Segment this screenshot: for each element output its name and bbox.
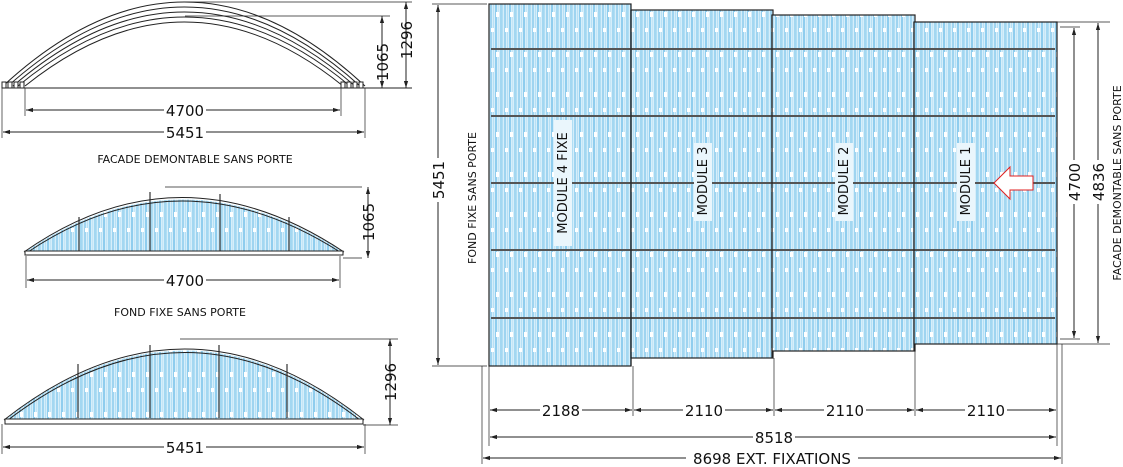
plan-right-dim-inner: 4700	[1066, 163, 1084, 201]
module-3-width: 2110	[685, 402, 723, 420]
facade-caption: FACADE DEMONTABLE SANS PORTE	[97, 153, 292, 166]
plan-view: MODULE 4 FIXE MODULE 3 MODULE 2 MODULE 1…	[430, 3, 1123, 467]
plan-total-length: 8518	[755, 429, 793, 447]
plan-left-dimension: 5451	[430, 161, 448, 199]
facade-outer-width: 5451	[166, 124, 204, 142]
facade-elevation-view: 1065 1296 4700 5451 FACADE DEMONTABLE SA…	[1, 1, 416, 166]
module-2[interactable]: MODULE 2	[835, 143, 853, 221]
module-1-width: 2110	[967, 402, 1005, 420]
module-2-label: MODULE 2	[837, 147, 852, 216]
module-4-width: 2188	[542, 402, 580, 420]
facade-inner-width: 4700	[166, 102, 204, 120]
plan-total-ext-fixations: 8698 EXT. FIXATIONS	[693, 450, 851, 467]
plan-right-caption: FACADE DEMONTABLE SANS PORTE	[1111, 85, 1123, 280]
module-4-fixe[interactable]: MODULE 4 FIXE	[554, 120, 572, 246]
plan-left-caption: FOND FIXE SANS PORTE	[466, 132, 479, 264]
fond-width: 4700	[166, 272, 204, 290]
side-height: 1296	[382, 363, 400, 401]
facade-outer-height: 1296	[398, 21, 416, 59]
plan-right-dim-outer: 4836	[1090, 163, 1108, 201]
module-1[interactable]: MODULE 1	[957, 143, 975, 221]
sliding-direction-arrow-icon	[993, 165, 1034, 201]
module-4-label: MODULE 4 FIXE	[556, 132, 571, 233]
side-elevation-view: 1296 5451	[1, 338, 400, 457]
module-3-label: MODULE 3	[696, 147, 711, 216]
module-1-label: MODULE 1	[959, 147, 974, 216]
fond-elevation-view: 1065 4700 FOND FIXE SANS PORTE	[23, 186, 378, 319]
fond-height: 1065	[360, 203, 378, 241]
facade-inner-height: 1065	[374, 43, 392, 81]
fond-caption: FOND FIXE SANS PORTE	[114, 306, 246, 319]
module-3[interactable]: MODULE 3	[694, 143, 712, 221]
side-width: 5451	[166, 439, 204, 457]
module-2-width: 2110	[826, 402, 864, 420]
